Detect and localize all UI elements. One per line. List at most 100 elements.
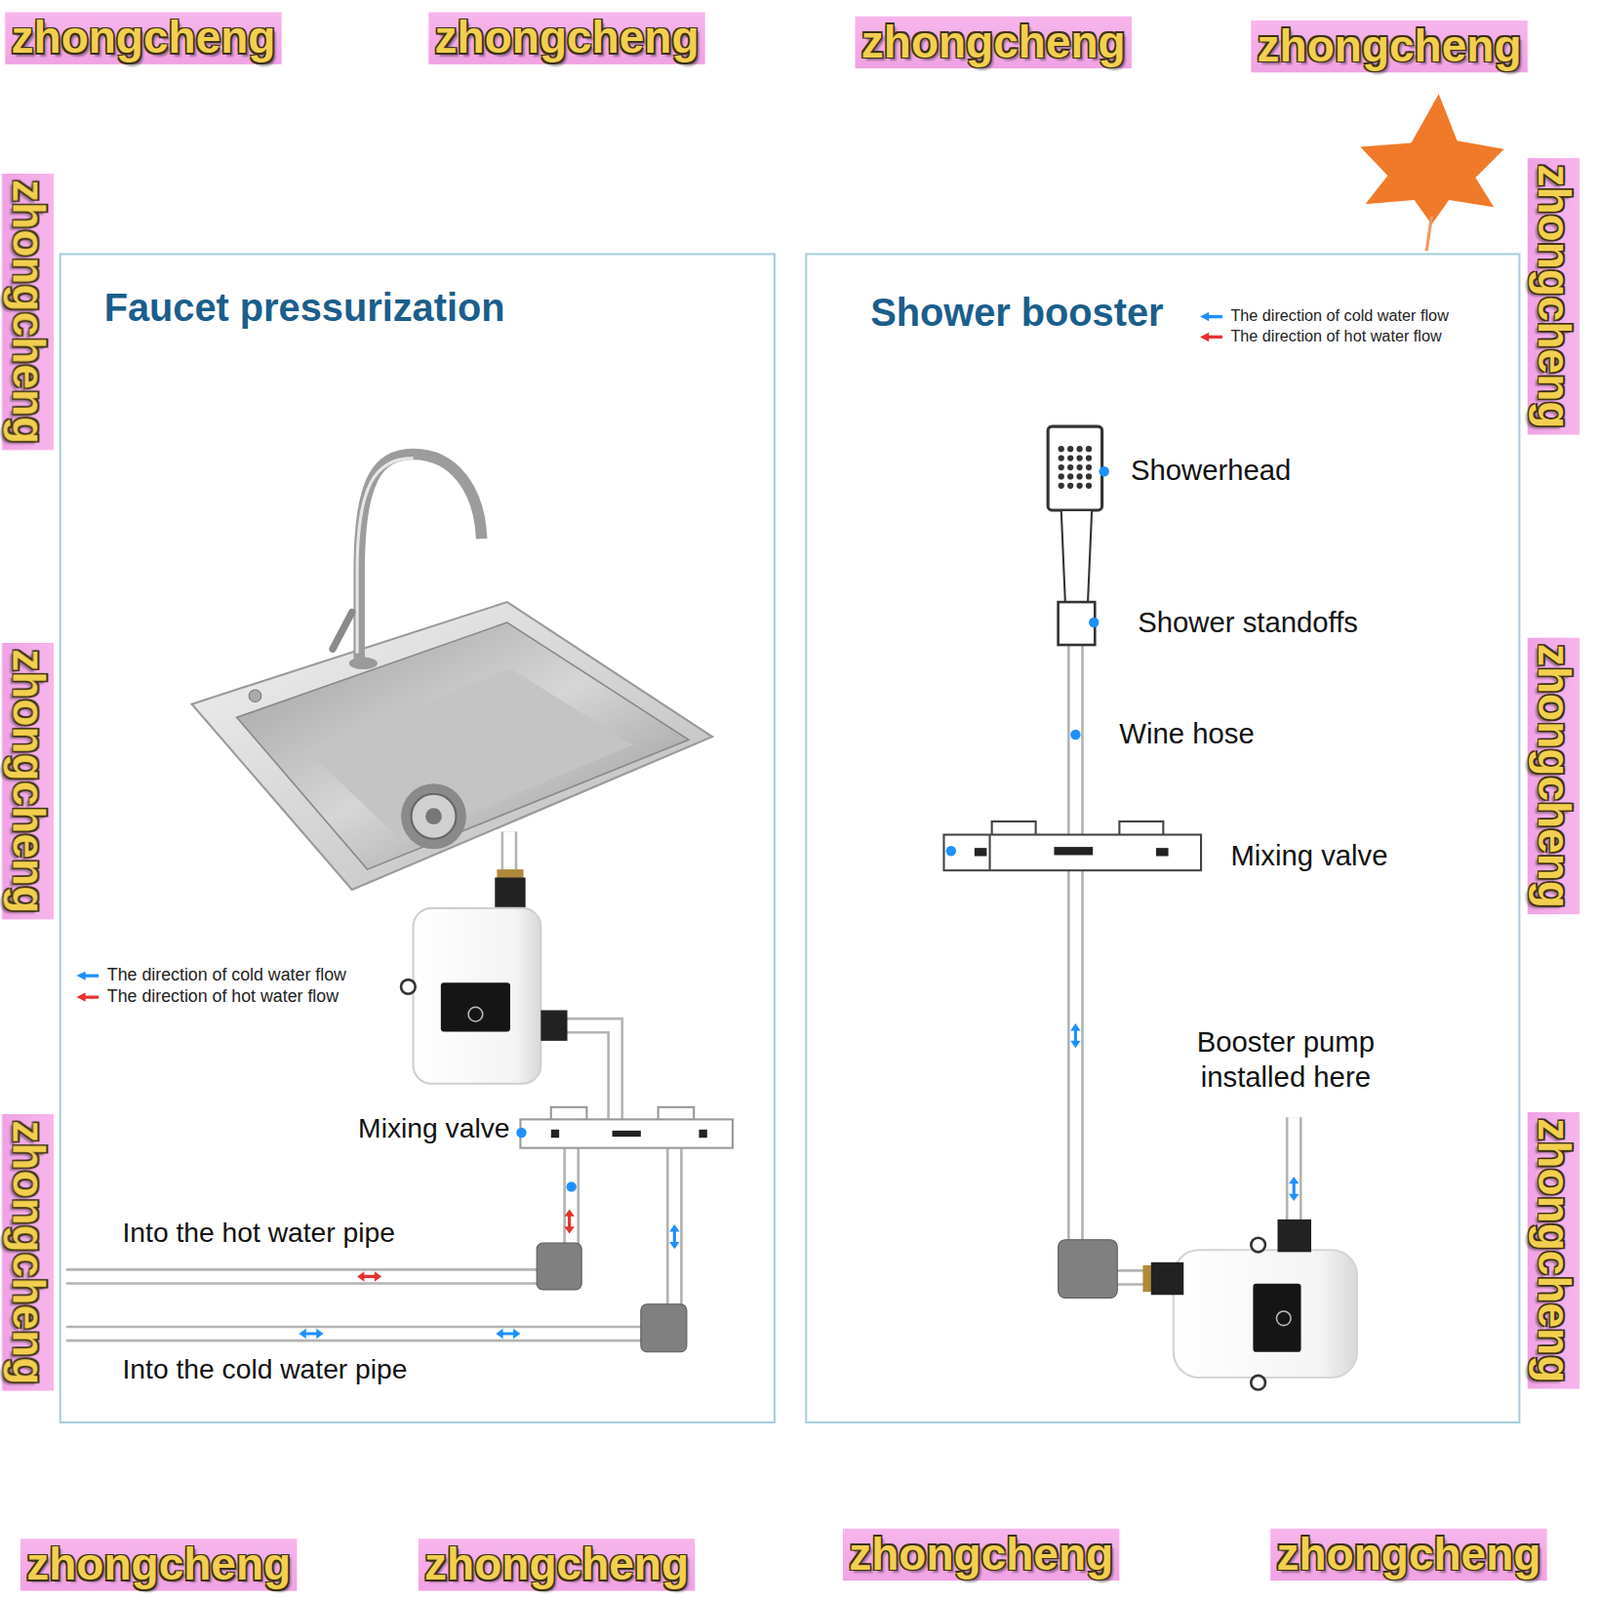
legend-swatch [76, 992, 99, 1001]
pump-ear [1250, 1375, 1266, 1391]
legend-text: The direction of cold water flow [107, 964, 347, 986]
showerhead-nozzles [1058, 445, 1093, 489]
valve-notch [992, 821, 1037, 837]
watermark: zhongcheng [1527, 158, 1580, 436]
flow-arrow [1288, 1176, 1299, 1201]
pump-body [413, 908, 542, 1084]
valve-notch [1119, 821, 1163, 837]
watermark: zhongcheng [1250, 20, 1528, 73]
pump-ear [1250, 1238, 1266, 1253]
watermark: zhongcheng [2, 1114, 55, 1392]
pipe [66, 1327, 643, 1340]
pipe [1285, 1117, 1303, 1223]
valve-mark [612, 1130, 641, 1137]
shower-handle [1061, 510, 1092, 604]
pipe [560, 1025, 615, 1120]
maple-leaf [1360, 93, 1504, 225]
flow-dot [516, 1127, 526, 1138]
part-label: Mixing valve [1230, 839, 1388, 874]
flow-dot [946, 845, 957, 856]
pump-outlet [540, 1009, 567, 1040]
watermark: zhongcheng [1527, 638, 1580, 916]
part-label: Into the hot water pipe [122, 1216, 396, 1250]
part-label: Shower standoffs [1137, 605, 1359, 640]
legend-text: The direction of hot water flow [1230, 327, 1441, 347]
hose [1070, 644, 1082, 836]
panel-title: Shower booster [870, 289, 1163, 337]
watermark: zhongcheng [20, 1538, 298, 1591]
pipe [562, 1148, 580, 1247]
leaf-stem [1426, 216, 1432, 252]
watermark: zhongcheng [4, 12, 282, 65]
mixing-valve [943, 835, 1201, 872]
faucet-neck [359, 453, 482, 663]
fitting [494, 877, 525, 913]
legend-swatch [76, 970, 99, 980]
part-label: Mixing valve [358, 1112, 510, 1146]
flow-dot [1088, 617, 1099, 628]
pipe [66, 1325, 643, 1343]
pump-ear [400, 979, 416, 995]
flow-arrow [563, 1208, 574, 1234]
watermark: zhongcheng [842, 1528, 1120, 1581]
valve-mark [1053, 846, 1093, 855]
pipe [666, 1148, 683, 1309]
pipe [1070, 870, 1082, 1245]
sink-drain-inner [411, 794, 457, 840]
watermark: zhongcheng [1527, 1112, 1580, 1390]
pipe [66, 1271, 539, 1283]
watermark: zhongcheng [418, 1538, 696, 1591]
legend-swatch [1200, 312, 1223, 321]
legend-text: The direction of hot water flow [107, 986, 339, 1007]
pump-inlet [1151, 1262, 1184, 1295]
legend-text: The direction of cold water flow [1230, 307, 1448, 326]
watermark: zhongcheng [2, 642, 55, 920]
faucet-handle [332, 612, 353, 650]
sink-drain [400, 783, 467, 849]
pipe [1067, 870, 1084, 1245]
flow-arrow [1070, 1023, 1080, 1048]
sink-floor [306, 668, 634, 842]
valve-mark [1156, 847, 1169, 856]
valve-mark [974, 847, 988, 856]
sink-rim [192, 601, 713, 890]
pump-outlet [1277, 1219, 1312, 1252]
pipe [1287, 1117, 1300, 1223]
part-label: Wine hose [1119, 717, 1254, 752]
panel-title: Faucet pressurization [104, 285, 506, 333]
pump-display [1252, 1283, 1301, 1353]
valve-mark [551, 1129, 560, 1138]
sink-hole [248, 689, 262, 703]
legend-swatch [1200, 332, 1223, 342]
flow-arrow [357, 1271, 382, 1281]
pipe [669, 1148, 681, 1309]
sink-drain-core [425, 807, 442, 825]
watermark: zhongcheng [2, 173, 55, 451]
pipe-elbow [536, 1242, 582, 1290]
flow-dot [1070, 729, 1080, 740]
watermark: zhongcheng [1270, 1528, 1548, 1581]
pipe [560, 1025, 615, 1120]
pump-body [1173, 1249, 1358, 1378]
pipe [565, 1148, 578, 1247]
hose [1067, 644, 1084, 836]
flow-arrow [669, 1224, 680, 1249]
valve-joint [988, 835, 991, 872]
watermark: zhongcheng [428, 12, 706, 65]
flow-arrow [298, 1328, 323, 1339]
pipe-elbow [640, 1304, 687, 1353]
showerhead [1047, 426, 1102, 511]
pipe [66, 1268, 539, 1285]
panel-box: Shower booster [804, 252, 1520, 1424]
valve-mark [698, 1129, 707, 1138]
flow-dot [1098, 466, 1109, 477]
sink-basin [237, 622, 689, 870]
pipe-elbow [1058, 1240, 1119, 1299]
pump-display [440, 982, 511, 1032]
flow-dot [565, 1181, 576, 1192]
watermark: zhongcheng [854, 16, 1132, 69]
mixing-valve [520, 1119, 733, 1148]
pump-button [1276, 1311, 1291, 1326]
flow-arrow [495, 1328, 520, 1339]
